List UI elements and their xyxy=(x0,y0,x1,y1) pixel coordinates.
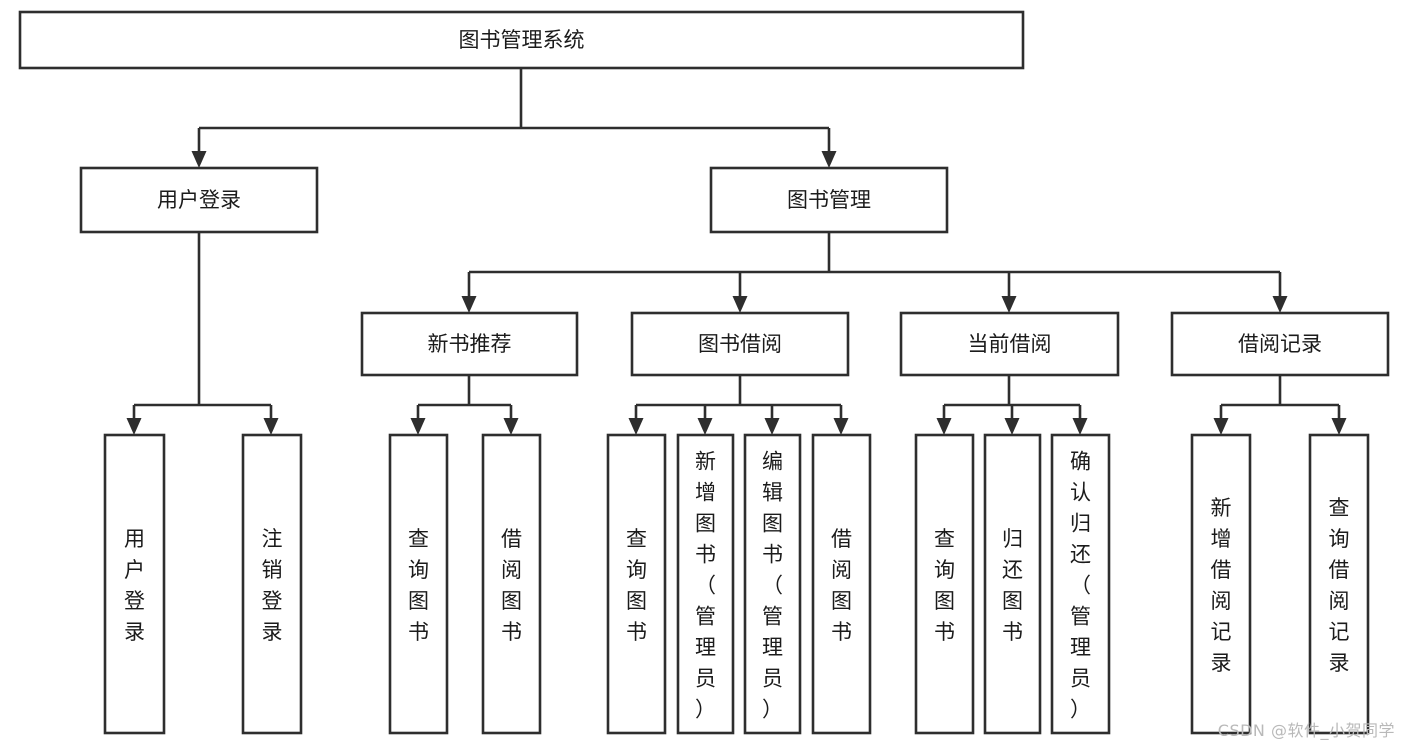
arrow-head xyxy=(821,151,837,168)
level2-node-label: 当前借阅 xyxy=(968,332,1052,356)
level2-node[interactable]: 新书推荐 xyxy=(360,311,579,377)
level1-node[interactable]: 用户登录 xyxy=(79,166,319,234)
level1-node-rect[interactable] xyxy=(79,166,319,234)
leaf-node-label: 查询图书 xyxy=(934,527,955,644)
leaf-node-rect[interactable] xyxy=(1050,433,1111,735)
arrow-head xyxy=(1072,418,1088,435)
level1-node-label: 图书管理 xyxy=(787,188,871,212)
arrow-head xyxy=(191,151,207,168)
leaf-node[interactable]: 查询借阅记录 xyxy=(1308,433,1370,735)
arrow-head xyxy=(1331,418,1347,435)
leaf-node[interactable]: 编辑图书（管理员） xyxy=(743,433,802,735)
arrow-head xyxy=(1004,418,1020,435)
level2-node-rect[interactable] xyxy=(899,311,1120,377)
leaf-node-label: 查询图书 xyxy=(626,527,647,644)
level2-node-label: 借阅记录 xyxy=(1238,332,1322,356)
leaf-node-rect[interactable] xyxy=(676,433,735,735)
level1-node-rect[interactable] xyxy=(709,166,949,234)
leaf-node[interactable]: 新增图书（管理员） xyxy=(676,433,735,735)
leaf-node-rect[interactable] xyxy=(388,433,449,735)
watermark-text: CSDN @软件_小贺同学 xyxy=(1217,721,1395,740)
node-layer: 图书管理系统用户登录图书管理新书推荐图书借阅当前借阅借阅记录用户登录注销登录查询… xyxy=(18,10,1390,735)
leaf-node[interactable]: 查询图书 xyxy=(914,433,975,735)
leaf-node-rect[interactable] xyxy=(983,433,1042,735)
leaf-node-label: 编辑图书（管理员） xyxy=(762,450,783,722)
arrow-head xyxy=(764,418,780,435)
arrow-head xyxy=(503,418,519,435)
leaf-node-rect[interactable] xyxy=(103,433,166,735)
level1-node[interactable]: 图书管理 xyxy=(709,166,949,234)
leaf-node[interactable]: 查询图书 xyxy=(388,433,449,735)
arrow-head xyxy=(1272,296,1288,313)
leaf-node-label: 归还图书 xyxy=(1002,527,1023,644)
leaf-node-rect[interactable] xyxy=(1308,433,1370,735)
arrow-head xyxy=(410,418,426,435)
leaf-node-label: 借阅图书 xyxy=(831,527,852,644)
leaf-node[interactable]: 借阅图书 xyxy=(481,433,542,735)
arrow-head xyxy=(126,418,142,435)
leaf-node-rect[interactable] xyxy=(811,433,872,735)
arrow-head xyxy=(936,418,952,435)
level2-node-label: 新书推荐 xyxy=(428,332,512,356)
leaf-node-label: 借阅图书 xyxy=(501,527,522,644)
level1-node-label: 用户登录 xyxy=(157,188,241,212)
level2-node[interactable]: 当前借阅 xyxy=(899,311,1120,377)
arrow-head xyxy=(697,418,713,435)
leaf-node-label: 确认归还（管理员） xyxy=(1070,450,1091,722)
leaf-node-rect[interactable] xyxy=(606,433,667,735)
leaf-node-rect[interactable] xyxy=(1190,433,1252,735)
leaf-node-rect[interactable] xyxy=(914,433,975,735)
leaf-node[interactable]: 归还图书 xyxy=(983,433,1042,735)
leaf-node-label: 查询借阅记录 xyxy=(1329,496,1350,675)
leaf-node-label: 新增借阅记录 xyxy=(1211,496,1232,675)
leaf-node[interactable]: 用户登录 xyxy=(103,433,166,735)
arrow-head xyxy=(1213,418,1229,435)
root-node-label: 图书管理系统 xyxy=(459,28,585,52)
arrow-head xyxy=(461,296,477,313)
leaf-node-label: 用户登录 xyxy=(124,527,145,644)
arrow-head xyxy=(833,418,849,435)
leaf-node-label: 新增图书（管理员） xyxy=(695,450,716,722)
leaf-node[interactable]: 注销登录 xyxy=(241,433,303,735)
leaf-node-label: 注销登录 xyxy=(262,527,283,644)
root-node-rect[interactable] xyxy=(18,10,1025,70)
leaf-node[interactable]: 借阅图书 xyxy=(811,433,872,735)
leaf-node[interactable]: 确认归还（管理员） xyxy=(1050,433,1111,735)
level2-node[interactable]: 借阅记录 xyxy=(1170,311,1390,377)
leaf-node-rect[interactable] xyxy=(241,433,303,735)
arrow-head xyxy=(732,296,748,313)
level2-node-rect[interactable] xyxy=(1170,311,1390,377)
level2-node-rect[interactable] xyxy=(360,311,579,377)
arrow-head xyxy=(263,418,279,435)
root-node[interactable]: 图书管理系统 xyxy=(18,10,1025,70)
arrow-head xyxy=(1001,296,1017,313)
arrow-head xyxy=(628,418,644,435)
leaf-node-label: 查询图书 xyxy=(408,527,429,644)
leaf-node-rect[interactable] xyxy=(481,433,542,735)
connector-layer xyxy=(126,68,1347,435)
leaf-node[interactable]: 新增借阅记录 xyxy=(1190,433,1252,735)
leaf-node-rect[interactable] xyxy=(743,433,802,735)
level2-node[interactable]: 图书借阅 xyxy=(630,311,850,377)
leaf-node[interactable]: 查询图书 xyxy=(606,433,667,735)
level2-node-rect[interactable] xyxy=(630,311,850,377)
level2-node-label: 图书借阅 xyxy=(698,332,782,356)
